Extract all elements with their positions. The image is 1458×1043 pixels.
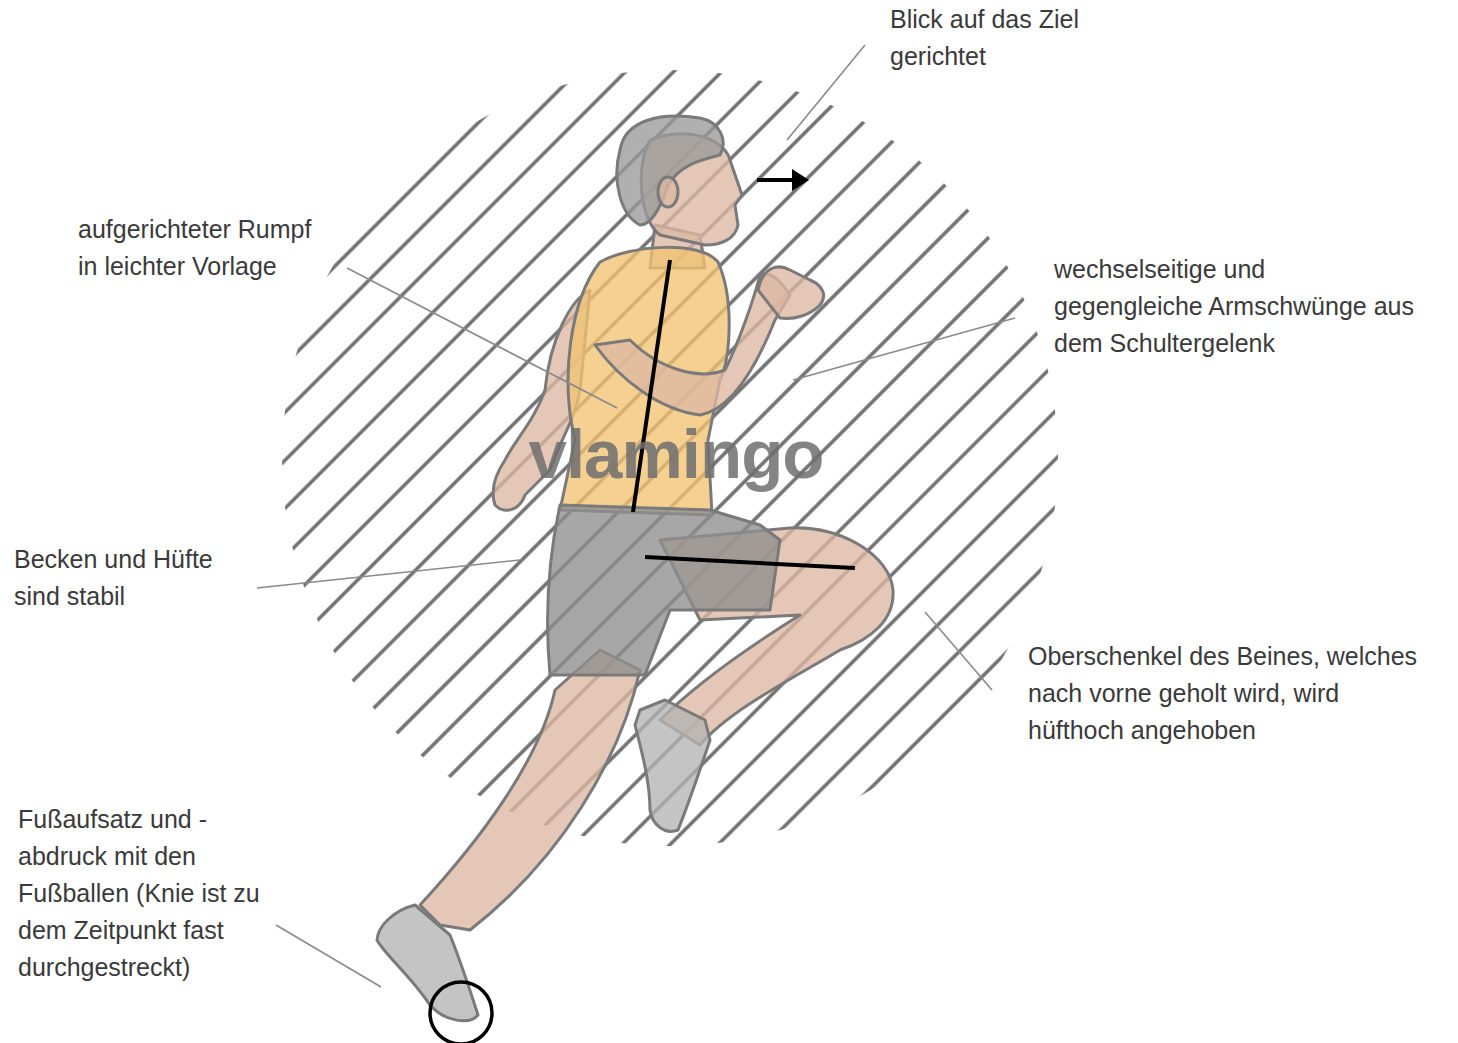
leader-line — [787, 45, 865, 140]
annotation-text: Blick auf das Ziel gerichtet — [890, 1, 1110, 75]
watermark-text: vlamingo — [476, 415, 876, 495]
leader-line — [257, 560, 520, 588]
annotation-text: Fußaufsatz und -abdruck mit den Fußballe… — [18, 801, 276, 986]
gaze-arrowhead — [792, 169, 809, 191]
leader-line — [347, 268, 617, 408]
ear — [658, 177, 678, 207]
front-hand — [758, 267, 824, 319]
annotation-text: wechselseitige und gegengleiche Armschwü… — [1054, 251, 1420, 362]
ball-marker — [430, 982, 492, 1043]
hatch-circle — [282, 70, 1058, 846]
front-shoe — [635, 700, 710, 831]
hair — [617, 116, 723, 225]
gaze-arrow — [757, 178, 795, 182]
leader-line — [793, 318, 1015, 380]
annotation-text: Oberschenkel des Beines, welches nach vo… — [1028, 638, 1430, 749]
thigh-axis — [645, 557, 855, 568]
leader-line — [925, 612, 992, 690]
shorts — [548, 505, 780, 675]
annotation-text: aufgerichteter Rumpf in leichter Vorlage — [78, 211, 323, 285]
annotation-text: Becken und Hüfte sind stabil — [14, 541, 234, 615]
back-leg — [420, 650, 640, 930]
leader-line — [276, 925, 381, 987]
back-shoe — [377, 905, 478, 1021]
